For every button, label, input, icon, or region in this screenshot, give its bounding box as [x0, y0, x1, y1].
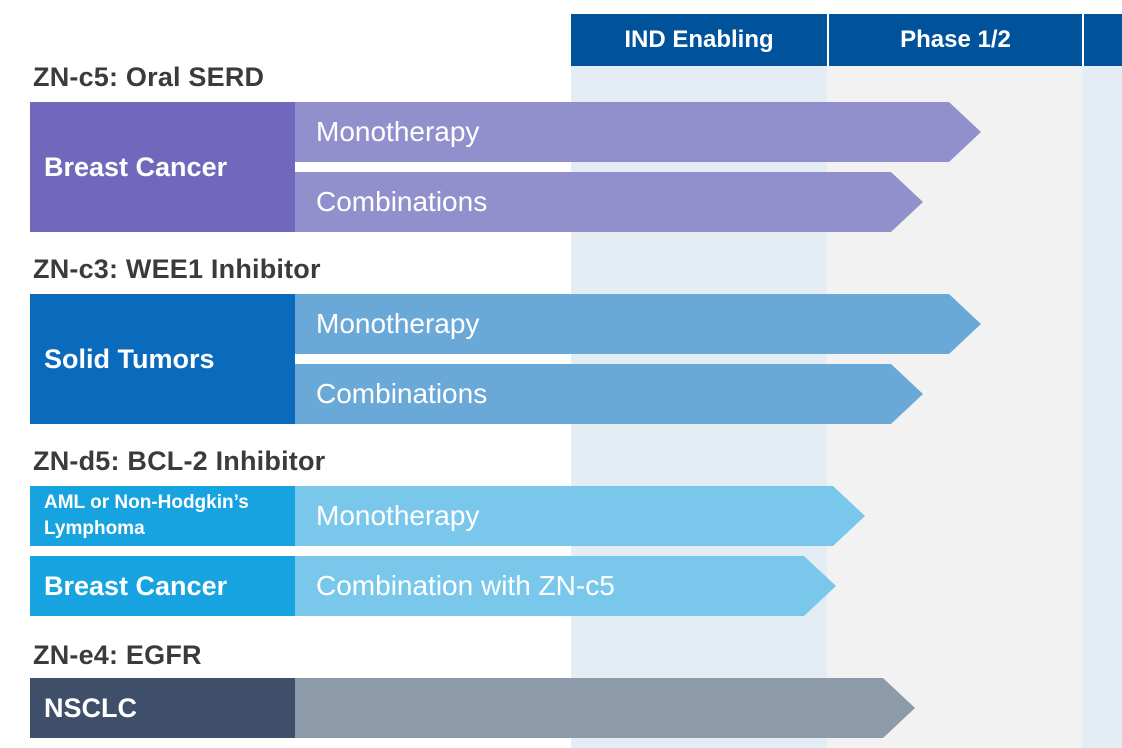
- progress-bar-zn-c3-monotherapy: Monotherapy: [295, 294, 981, 354]
- program-title-zn-c5: ZN-c5: Oral SERD: [33, 62, 265, 92]
- indication-label: AML or Non-Hodgkin’s Lymphoma: [44, 492, 249, 539]
- progress-bar-zn-c5-monotherapy: Monotherapy: [295, 102, 981, 162]
- indication-label: Solid Tumors: [44, 343, 215, 374]
- bar-label: Monotherapy: [316, 116, 480, 147]
- progress-bar-zn-c5-combinations: Combinations: [295, 172, 923, 232]
- progress-bar-zn-d5-monotherapy: Monotherapy: [295, 486, 865, 546]
- phase-header-label: Phase 1/2: [900, 26, 1011, 53]
- phase-header-next: [1084, 14, 1122, 66]
- next-phase-column: [1082, 66, 1122, 748]
- phase-header-ind-enabling: IND Enabling: [571, 14, 827, 66]
- bar-label: Monotherapy: [316, 500, 480, 531]
- indication-label: Breast Cancer: [44, 570, 228, 601]
- indication-label: Breast Cancer: [44, 151, 228, 182]
- phase-header-phase-1-2: Phase 1/2: [829, 14, 1082, 66]
- program-title-zn-e4: ZN-e4: EGFR: [33, 640, 202, 670]
- bar-label: Combinations: [316, 186, 488, 217]
- bar-label: Combination with ZN-c5: [316, 570, 615, 601]
- progress-bar-zn-d5-combination: Combination with ZN-c5: [295, 556, 836, 616]
- program-title-zn-d5: ZN-d5: BCL-2 Inhibitor: [33, 446, 326, 476]
- progress-bar-zn-c3-combinations: Combinations: [295, 364, 923, 424]
- indication-box: AML or Non-Hodgkin’s Lymphoma: [30, 486, 295, 546]
- phase-header-label: IND Enabling: [624, 26, 774, 53]
- indication-label: NSCLC: [44, 692, 137, 723]
- indication-box: Breast Cancer: [30, 102, 295, 232]
- indication-box: Solid Tumors: [30, 294, 295, 424]
- bar-label: Combinations: [316, 378, 488, 409]
- indication-box: Breast Cancer: [30, 556, 295, 616]
- bar-label: Monotherapy: [316, 308, 480, 339]
- indication-box: NSCLC: [30, 678, 295, 738]
- program-title-zn-c3: ZN-c3: WEE1 Inhibitor: [33, 254, 321, 284]
- progress-bar-zn-e4: [295, 678, 915, 738]
